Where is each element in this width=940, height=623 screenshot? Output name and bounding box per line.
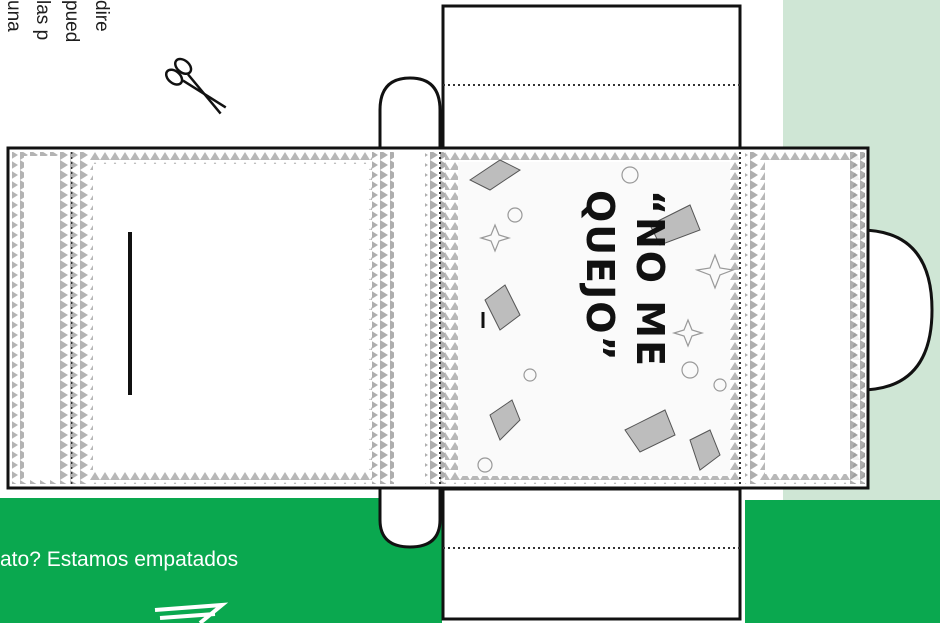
green-footer-band-left [0, 498, 442, 623]
green-footer-band-right [745, 500, 940, 623]
bottom-round-tab [378, 489, 442, 549]
top-flap [441, 4, 742, 153]
seven-arrow-icon [154, 602, 229, 623]
box-title-line-1: “NO ME [628, 190, 672, 369]
box-title-line-2: QUEJO” [578, 190, 622, 363]
top-round-tab [378, 76, 442, 148]
box-title: “NO ME QUEJO” [540, 190, 680, 440]
right-round-tab [859, 228, 934, 392]
gem-decorations [469, 159, 721, 471]
bottom-flap [441, 487, 742, 621]
footer-caption: ato? Estamos empatados [0, 548, 239, 571]
scissors-icon [164, 57, 227, 115]
